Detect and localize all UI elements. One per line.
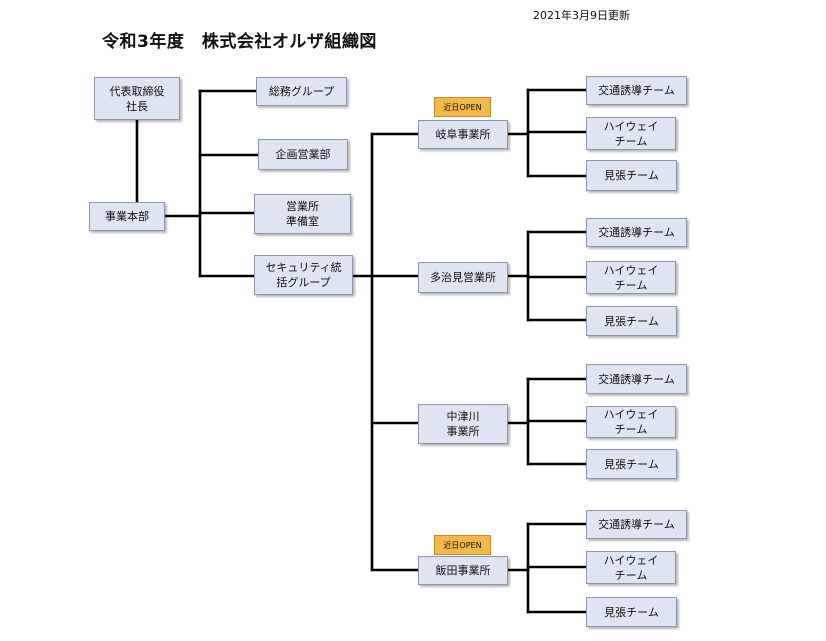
coming-soon-badge: 近日OPEN xyxy=(434,535,491,555)
node-label: 企画営業部 xyxy=(275,148,331,161)
node-label: 岐阜事業所 xyxy=(435,128,491,141)
node-label: 飯田事業所 xyxy=(435,564,491,577)
node-label: 見張チーム xyxy=(604,314,659,328)
node-label: 交通誘導チーム xyxy=(598,226,675,239)
node-label: ハイウェイ xyxy=(603,263,659,277)
node-label: 括グループ xyxy=(276,276,331,289)
node-label: 準備室 xyxy=(286,215,319,228)
node-label: チーム xyxy=(614,134,648,148)
node-team-traffic: 交通誘導チーム xyxy=(586,76,687,105)
node-label: ハイウェイ xyxy=(603,119,659,133)
node-label: 見張チーム xyxy=(604,457,659,471)
node-label: 交通誘導チーム xyxy=(598,518,675,531)
node-label: ハイウェイ xyxy=(603,553,659,567)
node-team-traffic: 交通誘導チーム xyxy=(586,510,687,539)
node-office-iida: 飯田事業所 xyxy=(418,556,508,585)
node-hq: 事業本部 xyxy=(89,202,165,231)
node-team-highway: ハイウェイ チーム xyxy=(586,117,676,150)
node-label: 代表取締役 xyxy=(109,84,165,98)
node-team-watch: 見張チーム xyxy=(586,449,677,479)
node-label: ハイウェイ xyxy=(603,408,659,421)
node-team-traffic: 交通誘導チーム xyxy=(586,364,687,394)
node-label: 多治見営業所 xyxy=(430,271,496,284)
node-team-watch: 見張チーム xyxy=(586,160,677,191)
coming-soon-badge: 近日OPEN xyxy=(434,97,491,117)
node-label: 見張チーム xyxy=(604,605,659,619)
node-label: 中津川 xyxy=(446,410,480,423)
node-security-group: セキュリティ統 括グループ xyxy=(254,255,353,295)
node-team-highway: ハイウェイ チーム xyxy=(586,406,676,438)
node-label: チーム xyxy=(614,568,648,582)
node-office-nakatsugawa: 中津川 事業所 xyxy=(418,404,508,444)
node-general-affairs: 総務グループ xyxy=(256,77,347,106)
node-label: セキュリティ統 xyxy=(265,261,342,274)
node-label: 見張チーム xyxy=(604,169,659,182)
node-label: 事業所 xyxy=(446,425,480,438)
node-label: チーム xyxy=(614,278,648,292)
node-label: チーム xyxy=(614,423,648,436)
node-label: 総務グループ xyxy=(268,85,335,98)
node-team-highway: ハイウェイ チーム xyxy=(586,261,676,294)
node-label: 営業所 xyxy=(286,200,319,213)
node-team-watch: 見張チーム xyxy=(586,597,677,627)
node-office-tajimi: 多治見営業所 xyxy=(418,262,508,293)
node-planning-sales: 企画営業部 xyxy=(258,139,348,170)
node-label: 交通誘導チーム xyxy=(598,372,675,386)
page-title: 令和3年度 株式会社オルザ組織図 xyxy=(102,32,377,52)
update-date: 2021年3月9日更新 xyxy=(533,9,630,22)
node-team-highway: ハイウェイ チーム xyxy=(586,551,676,584)
node-team-watch: 見張チーム xyxy=(586,306,677,336)
node-label: 社長 xyxy=(126,99,148,113)
node-team-traffic: 交通誘導チーム xyxy=(586,218,687,247)
node-label: 事業本部 xyxy=(105,210,149,223)
node-office-prep: 営業所 準備室 xyxy=(254,194,351,234)
node-office-gifu: 岐阜事業所 xyxy=(418,120,508,149)
node-ceo: 代表取締役 社長 xyxy=(94,77,180,120)
node-label: 交通誘導チーム xyxy=(598,84,675,97)
